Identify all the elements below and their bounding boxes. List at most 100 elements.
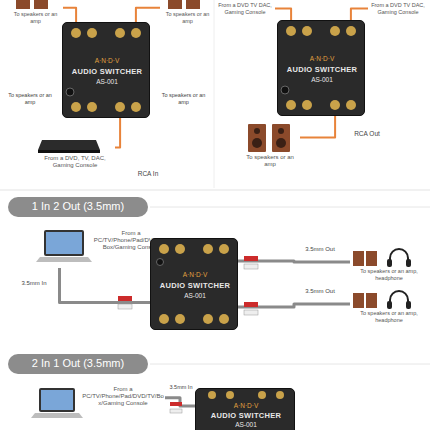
headphone-cup: [387, 301, 392, 309]
headphone-cup: [387, 259, 392, 267]
speaker-icon: [16, 0, 30, 9]
device-label: To speakers or an amp: [8, 11, 63, 24]
model-number: AS-001: [151, 292, 239, 300]
speaker-cone: [252, 138, 262, 148]
rca-jack: [330, 26, 340, 36]
text-area: From a DVD TV DAC, Gaming Console: [215, 2, 275, 15]
rca-jack: [87, 102, 97, 112]
rca-jack: [115, 102, 125, 112]
audio-cable: [115, 118, 120, 148]
headphone-icon: [390, 291, 408, 306]
device-label: From a DVD TV DAC, Gaming Console: [215, 2, 275, 15]
rca-jack: [346, 26, 356, 36]
text-area: From a PC/TV/Phone/Pad/DVD/TV/Box/Gaming…: [81, 386, 165, 408]
device-node: From a DVD, TV, DAC, Gaming Console: [35, 136, 115, 182]
device-label: To speakers or an amp: [160, 11, 215, 24]
rca-jack: [276, 391, 284, 399]
device-label: To speakers or an amp, headphone: [350, 310, 428, 323]
rca-jack: [71, 102, 81, 112]
switch-knob: [66, 88, 74, 96]
rca-jack: [203, 314, 213, 324]
brand-logo: A·N·D·V: [151, 271, 239, 279]
speaker-icon: [186, 0, 200, 9]
rca-plug: [244, 264, 258, 269]
section-heading: 2 In 1 Out (3.5mm): [32, 357, 124, 370]
audio-cable: [136, 8, 160, 22]
text-area: From a DVD TV DAC, Gaming Console: [368, 2, 428, 15]
headphone-cup: [406, 301, 411, 309]
dvd-player-icon: [38, 140, 100, 150]
section-heading: 1 In 2 Out (3.5mm): [32, 200, 124, 213]
rca-plug: [244, 302, 258, 307]
rca-jack: [175, 244, 185, 254]
rca-plug: [244, 310, 258, 315]
text-area: To speakers or an amp: [160, 11, 215, 24]
text-area: A·N·D·VAUDIO SWITCHERAS-001: [196, 401, 296, 430]
rca-plug: [118, 304, 132, 309]
rca-jack: [159, 244, 169, 254]
rca-plug: [118, 296, 132, 301]
device-node: To speakers or an amp: [240, 122, 300, 174]
port-label: 3.5mm In: [14, 280, 54, 287]
rca-plug: [170, 402, 182, 406]
rca-jack: [302, 100, 312, 110]
rca-jack: [131, 28, 141, 38]
port-label: To speakers or an amp: [4, 92, 56, 105]
device-label: From a PC/TV/Phone/Pad/DVD/TV/Box/Gaming…: [81, 386, 165, 408]
rca-jack: [219, 244, 229, 254]
port-label: 3.5mm Out: [298, 288, 342, 295]
switch-knob: [157, 259, 164, 266]
device-node: From a DVD TV DAC, Gaming Console: [215, 2, 275, 24]
speaker-cone: [276, 138, 286, 148]
speaker-icon: [272, 124, 290, 152]
port-label: 3.5mm Out: [298, 246, 342, 253]
text-area: 1 In 2 Out (3.5mm): [8, 197, 148, 217]
product-name: AUDIO SWITCHER: [63, 67, 151, 76]
speaker-cone: [278, 128, 284, 134]
rca-jack: [346, 100, 356, 110]
rca-jack: [286, 100, 296, 110]
laptop-display: [46, 232, 82, 254]
speaker-icon: [353, 251, 364, 266]
text-area: To speakers or an amp, headphone: [350, 268, 428, 281]
text-area: 2 In 1 Out (3.5mm): [8, 354, 148, 374]
audio-cable: [275, 9, 291, 20]
text-area: A·N·D·VAUDIO SWITCHERAS-001: [63, 23, 151, 119]
rca-jack: [203, 244, 213, 254]
model-number: AS-001: [196, 421, 296, 429]
rca-jack: [219, 314, 229, 324]
section-heading-pill: 2 In 1 Out (3.5mm): [8, 354, 148, 374]
device-label: From a DVD, TV, DAC, Gaming Console: [35, 155, 115, 169]
device-label: To speakers or an amp, headphone: [350, 268, 428, 281]
laptop-base: [36, 257, 92, 262]
rca-jack: [226, 391, 234, 399]
text-area: From a DVD, TV, DAC, Gaming Console: [35, 155, 115, 169]
port-label: 3.5mm In: [166, 384, 196, 391]
speaker-icon: [34, 0, 48, 9]
rca-jack: [330, 100, 340, 110]
laptop-base: [31, 413, 83, 418]
brand-logo: A·N·D·V: [196, 402, 296, 410]
section-rule: [150, 207, 430, 208]
rca-jacks: [281, 26, 356, 110]
rca-jacks: [208, 391, 284, 399]
brand-logo: A·N·D·V: [278, 55, 366, 63]
device-node: From a PC/TV/Phone/Pad/DVD/TV/Box/Gaming…: [35, 384, 165, 430]
speaker-icon: [366, 293, 377, 308]
rca-jack: [302, 26, 312, 36]
audio-switcher: A·N·D·VAUDIO SWITCHERAS-001: [62, 22, 150, 118]
dvd-player-base: [38, 150, 100, 153]
rca-jack: [87, 28, 97, 38]
audio-cable: [60, 268, 151, 302]
switch-knob: [281, 86, 289, 94]
audio-switcher: A·N·D·VAUDIO SWITCHERAS-001: [195, 388, 295, 430]
rca-jack: [208, 391, 216, 399]
device-node: To speakers or an amp: [160, 0, 215, 26]
audio-cable: [238, 304, 350, 307]
text-area: To speakers or an amp: [240, 154, 300, 168]
audio-cable: [238, 261, 350, 262]
rca-jack: [115, 28, 125, 38]
